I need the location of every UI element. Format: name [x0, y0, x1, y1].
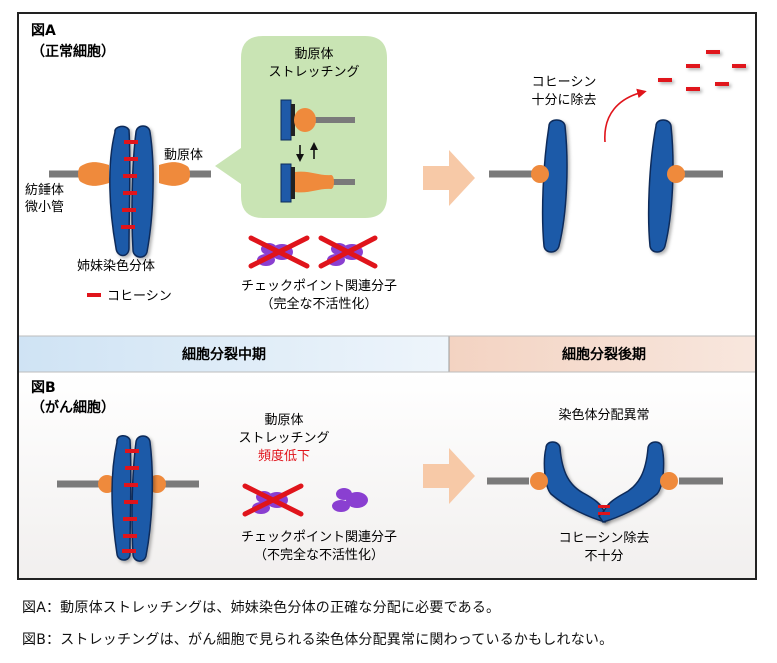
- separated-chromatid-left: [541, 119, 568, 253]
- abnormal-segregation-chromosome: [487, 441, 723, 523]
- microtubule-label-line2: 微小管: [25, 200, 64, 215]
- stretch-label-line2: ストレッチング: [238, 431, 329, 446]
- checkpoint-label-a-line1: チェックポイント関連分子: [241, 279, 397, 294]
- bubble-title-line1: 動原体: [294, 47, 333, 62]
- kinetochore-right: [667, 165, 685, 183]
- checkpoint-label-a-line2: （完全な不活性化）: [260, 296, 377, 312]
- checkpoint-molecule-icon: [318, 235, 378, 269]
- anaphase-chromosomes: [489, 119, 723, 253]
- stretched-kinetochore-right: [159, 162, 190, 186]
- cancer-metaphase-chromosome: [57, 435, 199, 562]
- cohesin-insufficient-line2: 不十分: [584, 549, 623, 564]
- cross-mark-icon: [242, 483, 304, 517]
- cohesin-insufficient-line1: コヒーシン除去: [559, 531, 650, 546]
- bridged-chromatid-left: [543, 441, 610, 523]
- relaxed-kinetochore: [280, 99, 355, 141]
- cohesin-marks: [122, 449, 139, 553]
- figure-caption-b: 図B：ストレッチングは、がん細胞で見られる染色体分配異常に関わっているかもしれな…: [22, 632, 614, 648]
- stretch-label-line3: 頻度低下: [258, 448, 310, 464]
- process-arrow-b: [423, 448, 475, 504]
- phase-bar: 細胞分裂中期 細胞分裂後期: [19, 335, 755, 373]
- stretched-kinetochore: [280, 163, 355, 203]
- kinetochore-left: [530, 472, 548, 490]
- removal-label-line2: 十分に除去: [531, 93, 596, 108]
- checkpoint-molecule-icon: [332, 488, 368, 512]
- panel-a-label: 図A: [31, 23, 56, 39]
- panel-b: 図B （がん細胞） 動原体 ストレッチング 頻度低下: [31, 380, 723, 564]
- checkpoint-molecule-icon: [248, 235, 310, 269]
- anaphase-band: [449, 336, 755, 372]
- cross-mark-icon: [318, 235, 378, 269]
- microtubule-label-line1: 紡錘体: [25, 182, 64, 198]
- checkpoint-molecules-a: [248, 235, 378, 269]
- residual-cohesin-marks: [598, 505, 610, 515]
- sister-chromatid-left: [109, 125, 131, 257]
- metaphase-chromosome: [49, 125, 211, 258]
- abnormal-segregation-label: 染色体分配異常: [558, 407, 649, 423]
- panel-a: 図A （正常細胞） 動原体 紡錘体 微小管 姉妹染色分体 コ: [25, 23, 746, 312]
- removal-label-line1: コヒーシン: [532, 75, 597, 90]
- bubble-title-line2: ストレッチング: [268, 65, 359, 80]
- kinetochore-right: [660, 472, 678, 490]
- anaphase-label: 細胞分裂後期: [562, 346, 646, 363]
- separated-chromatid-right: [647, 119, 674, 253]
- cohesin-marks: [121, 140, 138, 229]
- stretched-kinetochore-left: [78, 162, 109, 186]
- checkpoint-molecules-b: [242, 483, 368, 517]
- cohesin-removal-arrow-icon: [604, 88, 647, 143]
- panel-b-subtitle: （がん細胞）: [31, 399, 115, 416]
- figure-frame: 細胞分裂中期 細胞分裂後期 図A （正常細胞） 動原体 紡: [17, 12, 757, 580]
- metaphase-band: [19, 336, 449, 372]
- process-arrow-a: [423, 150, 475, 206]
- bridged-chromatid-right: [598, 441, 665, 523]
- released-cohesin-marks: [658, 50, 746, 91]
- kinetochore-left: [531, 165, 549, 183]
- sister-chromatid-left: [111, 435, 132, 561]
- kinetochore-label: 動原体: [164, 148, 203, 163]
- stretching-bubble: 動原体 ストレッチング: [215, 36, 387, 218]
- stretch-label-line1: 動原体: [264, 413, 303, 428]
- cohesin-legend-swatch: [87, 293, 101, 297]
- panel-a-subtitle: （正常細胞）: [31, 43, 115, 60]
- checkpoint-label-b-line1: チェックポイント関連分子: [241, 530, 397, 545]
- chromatid-label: 姉妹染色分体: [77, 258, 155, 274]
- cohesin-legend-label: コヒーシン: [107, 289, 172, 304]
- panel-b-label: 図B: [31, 380, 56, 396]
- metaphase-label: 細胞分裂中期: [182, 346, 266, 363]
- checkpoint-molecule-icon: [242, 483, 304, 517]
- cross-mark-icon: [248, 235, 310, 269]
- figure-caption-a: 図A：動原体ストレッチングは、姉妹染色分体の正確な分配に必要である。: [22, 600, 501, 616]
- checkpoint-label-b-line2: （不完全な不活性化）: [254, 547, 384, 563]
- kinetochore-stretching-diagram: 細胞分裂中期 細胞分裂後期 図A （正常細胞） 動原体 紡: [19, 23, 755, 578]
